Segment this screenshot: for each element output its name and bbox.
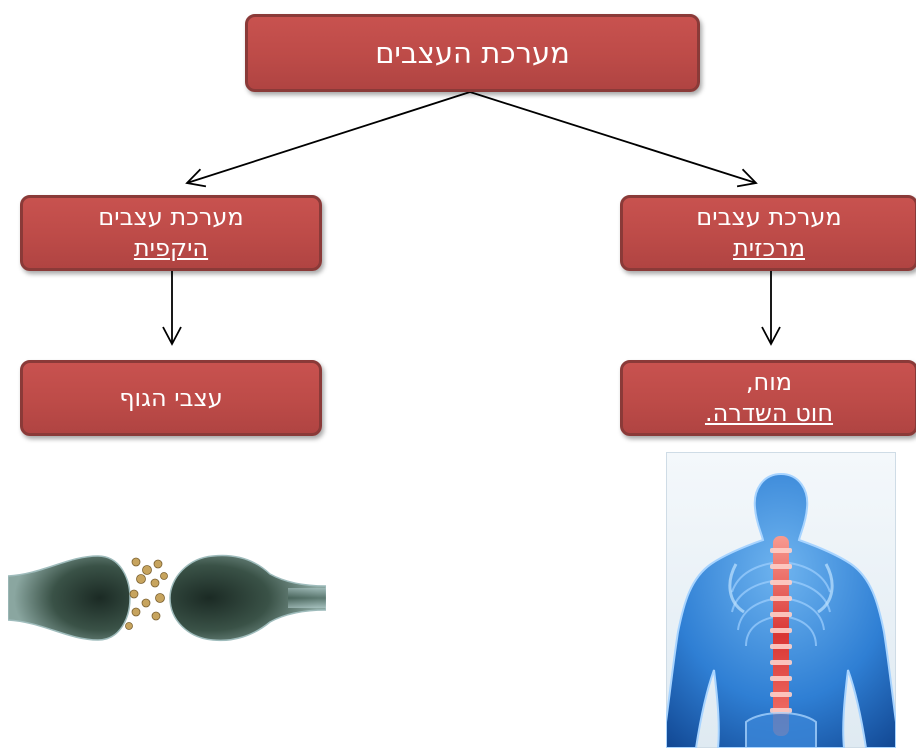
spinal-column [770,536,792,736]
presynaptic-terminal [8,556,130,640]
human-spine-illustration [666,452,896,748]
body-nerves-box: עצבי הגוף [20,360,322,436]
body-nerves-label: עצבי הגוף [119,383,223,414]
synapse-illustration [8,548,326,648]
central-line1: מערכת עצבים [696,202,841,233]
nervous-system-label: מערכת העצבים [375,38,570,69]
brain-spine-box: מוח, חוט השדרה. [620,360,916,436]
arrow-root-to-peripheral [187,92,470,183]
arrow-root-to-central [470,92,756,183]
peripheral-line1: מערכת עצבים [98,202,243,233]
central-nervous-system-box: מערכת עצבים מרכזית [620,195,916,271]
pelvis [746,713,816,748]
spinal-cord-line: חוט השדרה. [705,398,833,429]
nervous-system-box: מערכת העצבים [245,14,700,92]
peripheral-nervous-system-box: מערכת עצבים היקפית [20,195,322,271]
central-line2: מרכזית [733,233,805,264]
peripheral-line2: היקפית [134,233,208,264]
brain-line: מוח, [746,367,792,398]
neurotransmitter-vesicles [126,558,168,630]
